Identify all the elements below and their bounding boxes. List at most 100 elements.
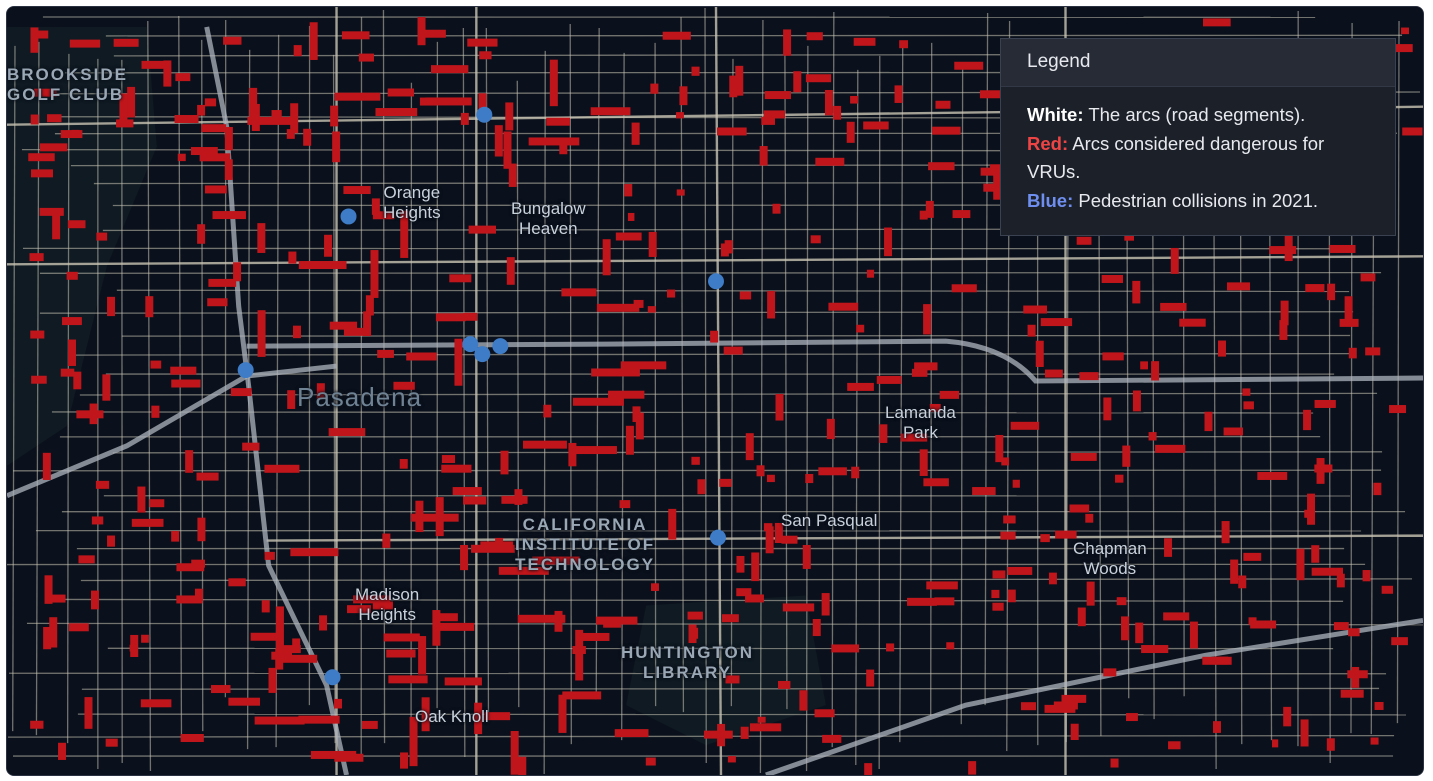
dangerous-arc xyxy=(1110,758,1119,768)
dangerous-arc xyxy=(1003,515,1016,524)
dangerous-arc xyxy=(400,752,409,769)
dangerous-arc xyxy=(1061,694,1087,703)
dangerous-arc xyxy=(939,390,960,399)
dangerous-arc xyxy=(894,85,903,103)
dangerous-arc xyxy=(176,563,205,572)
dangerous-arc xyxy=(1401,27,1410,35)
dangerous-arc xyxy=(119,93,128,124)
dangerous-arc xyxy=(1230,559,1239,584)
dangerous-arc xyxy=(95,480,110,489)
street-segment xyxy=(77,713,1407,716)
dangerous-arc xyxy=(257,223,266,253)
dangerous-arc xyxy=(546,117,571,126)
dangerous-arc xyxy=(151,405,160,418)
dangerous-arc xyxy=(471,544,515,553)
dangerous-arc xyxy=(452,487,482,496)
dangerous-arc xyxy=(42,452,51,480)
dangerous-arc xyxy=(884,227,893,257)
dangerous-arc xyxy=(900,433,928,442)
legend-panel: Legend White: The arcs (road segments). … xyxy=(1000,38,1396,236)
dangerous-arc xyxy=(145,296,154,318)
dangerous-arc xyxy=(736,588,752,597)
dangerous-arc xyxy=(1402,127,1423,136)
dangerous-arc xyxy=(506,257,515,285)
dangerous-arc xyxy=(261,600,270,613)
dangerous-arc xyxy=(377,349,394,358)
dangerous-arc xyxy=(676,189,685,196)
dangerous-arc xyxy=(329,321,358,330)
dangerous-arc xyxy=(740,726,749,739)
dangerous-arc xyxy=(1272,739,1279,748)
dangerous-arc xyxy=(230,388,252,397)
street-segment xyxy=(116,289,1350,293)
dangerous-arc xyxy=(934,597,955,606)
dangerous-arc xyxy=(993,170,1002,200)
dangerous-arc xyxy=(783,29,792,56)
dangerous-arc xyxy=(271,651,292,660)
dangerous-arc xyxy=(441,464,472,473)
dangerous-arc xyxy=(197,517,206,542)
dangerous-arc xyxy=(334,92,381,101)
dangerous-arc xyxy=(1348,628,1360,637)
dangerous-arc xyxy=(96,232,108,241)
dangerous-arc xyxy=(1374,701,1384,710)
collision-marker-icon xyxy=(708,273,724,290)
legend-key-red: Red: xyxy=(1027,132,1069,154)
dangerous-arc xyxy=(954,61,984,70)
dangerous-arc xyxy=(517,614,566,623)
dangerous-arc xyxy=(624,184,633,197)
dangerous-arc xyxy=(1027,324,1036,337)
dangerous-arc xyxy=(1079,372,1099,381)
dangerous-arc xyxy=(1055,530,1077,539)
dangerous-arc xyxy=(207,298,228,307)
dangerous-arc xyxy=(561,288,597,297)
dangerous-arc xyxy=(710,330,719,343)
dangerous-arc xyxy=(1000,531,1016,540)
legend-entry-blue: Blue: Pedestrian collisions in 2021. xyxy=(1027,187,1369,216)
dangerous-arc xyxy=(590,107,631,116)
dangerous-arc xyxy=(69,39,101,48)
dangerous-arc xyxy=(765,526,774,554)
dangerous-arc xyxy=(717,723,726,747)
dangerous-arc xyxy=(347,605,371,614)
dangerous-arc xyxy=(736,555,745,573)
dangerous-arc xyxy=(293,45,302,57)
dangerous-arc xyxy=(365,295,374,316)
dangerous-arc xyxy=(979,90,1005,99)
dangerous-arc xyxy=(370,250,379,298)
dangerous-arc xyxy=(633,299,644,308)
dangerous-arc xyxy=(815,157,845,166)
place-label-oak-knoll: Oak Knoll xyxy=(415,707,489,726)
dangerous-arc xyxy=(425,97,472,106)
dangerous-arc xyxy=(268,667,277,693)
street-segment xyxy=(7,734,1395,738)
dangerous-arc xyxy=(627,212,635,221)
dangerous-arc xyxy=(549,59,558,107)
dangerous-arc xyxy=(68,339,77,366)
dangerous-arc xyxy=(1122,445,1131,467)
dangerous-arc xyxy=(170,366,197,375)
dangerous-arc xyxy=(286,129,295,139)
collision-marker-icon xyxy=(476,106,493,123)
dangerous-arc xyxy=(850,95,859,104)
dangerous-arc xyxy=(279,645,301,654)
dangerous-arc xyxy=(767,290,776,319)
dangerous-arc xyxy=(911,368,928,377)
dangerous-arc xyxy=(1115,474,1124,483)
collision-marker-icon xyxy=(324,669,341,686)
dangerous-arc xyxy=(989,164,1008,173)
dangerous-arc xyxy=(847,382,874,391)
dangerous-arc xyxy=(562,691,602,700)
legend-entry-red: Red: Arcs considered dangerous for VRUs. xyxy=(1027,130,1369,187)
dangerous-arc xyxy=(102,374,111,401)
dangerous-arc xyxy=(1238,575,1247,589)
dangerous-arc xyxy=(727,756,736,763)
dangerous-arc xyxy=(29,253,44,262)
collision-marker-icon xyxy=(474,346,491,363)
dangerous-arc xyxy=(1257,471,1288,480)
dangerous-arc xyxy=(224,159,233,180)
dangerous-arc xyxy=(793,71,802,93)
dangerous-arc xyxy=(775,393,784,421)
dangerous-arc xyxy=(1077,607,1086,627)
dangerous-arc xyxy=(435,497,444,537)
